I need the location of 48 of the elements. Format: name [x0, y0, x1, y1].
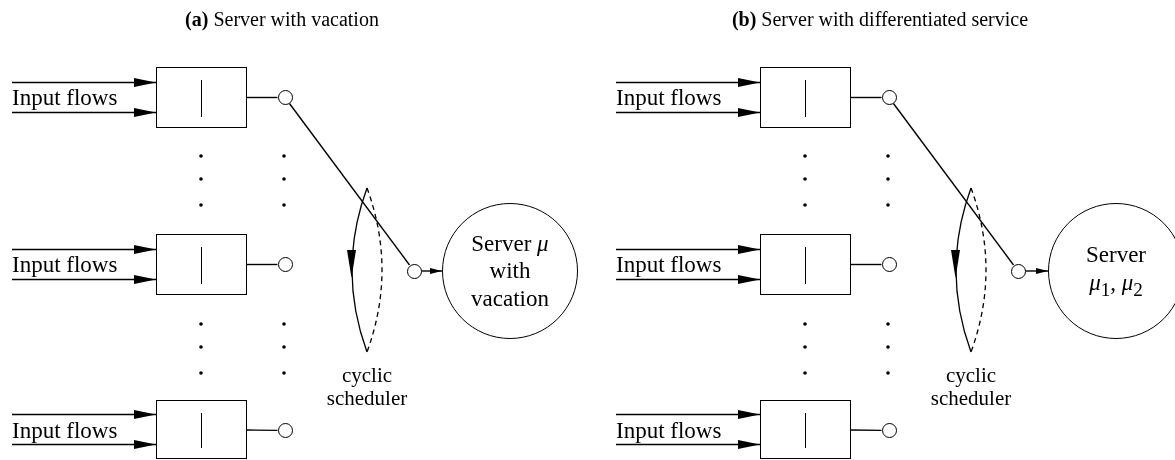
switch-contact-circle [277, 257, 293, 272]
input-arrow [11, 440, 157, 449]
panel-title: (a) Server with vacation [185, 8, 379, 30]
connector-line [850, 96, 883, 99]
scheduler-output-circle [1010, 263, 1026, 279]
arrow [1024, 268, 1049, 274]
input-arrow [615, 78, 761, 87]
input-flows-label: Input flows [616, 85, 752, 110]
switch-contact-circle [277, 423, 293, 438]
connector-line [288, 102, 411, 266]
input-flows-label: Input flows [12, 252, 148, 277]
input-arrow [11, 410, 157, 419]
connector-line [246, 263, 279, 266]
arrow [420, 268, 443, 274]
input-flows-label: Input flows [12, 85, 148, 110]
queue-box [760, 400, 851, 459]
connector-line [850, 429, 883, 432]
queue-box [156, 400, 247, 459]
input-arrow [615, 245, 761, 254]
scheduler-output-circle [406, 263, 422, 279]
input-arrow [11, 275, 157, 284]
switch-contact-circle [881, 423, 897, 438]
input-arrow [615, 108, 761, 117]
connector-line [246, 429, 279, 432]
input-arrow [11, 245, 157, 254]
input-arrow [615, 410, 761, 419]
switch-contact-circle [277, 90, 293, 105]
connector-line [892, 102, 1015, 266]
input-arrow [11, 108, 157, 117]
connector-line [246, 96, 279, 99]
panel-title: (b) Server with differentiated service [731, 8, 1029, 30]
queue-box [156, 234, 247, 295]
input-arrow [615, 440, 761, 449]
server-label: Server μ with vacation [470, 229, 550, 313]
switch-contact-circle [881, 257, 897, 272]
queue-box [156, 67, 247, 128]
input-flows-label: Input flows [616, 418, 752, 443]
scheduler-label: cyclic scheduler [325, 364, 409, 411]
input-arrow [615, 275, 761, 284]
server-label: Server μ$_{1}$, μ$_{2}$ [1085, 241, 1147, 301]
queue-box [760, 234, 851, 295]
connector-line [850, 263, 883, 266]
scheduler-label: cyclic scheduler [929, 364, 1013, 411]
switch-contact-circle [881, 90, 897, 105]
input-arrow [11, 78, 157, 87]
queue-box [760, 67, 851, 128]
input-flows-label: Input flows [616, 252, 752, 277]
input-flows-label: Input flows [12, 418, 148, 443]
